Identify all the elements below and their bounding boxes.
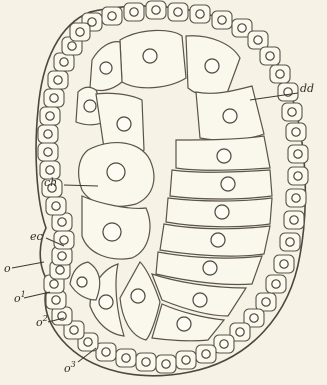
outer-cell-nucleus — [152, 6, 160, 14]
label-ch: ch — [44, 176, 57, 189]
outer-cell-nucleus — [266, 52, 274, 60]
outer-cell-nucleus — [262, 298, 270, 306]
outer-cell-nucleus — [292, 128, 300, 136]
outer-cell-nucleus — [290, 216, 298, 224]
inner-cell-nucleus — [211, 233, 225, 247]
outer-cell-nucleus — [50, 280, 58, 288]
leader-o — [12, 262, 44, 268]
inner-cell-nucleus — [205, 59, 219, 73]
outer-cell-nucleus — [46, 166, 54, 174]
outer-cell-nucleus — [196, 10, 204, 18]
inner-cell-nucleus — [131, 289, 145, 303]
outer-cell-nucleus — [108, 12, 116, 20]
outer-cell-nucleus — [102, 348, 110, 356]
inner-cell-nucleus — [84, 100, 96, 112]
outer-cell-nucleus — [130, 8, 138, 16]
inner-cell-nucleus — [177, 317, 191, 331]
inner-cell-nucleus — [223, 109, 237, 123]
outer-cell-nucleus — [58, 218, 66, 226]
outer-cell-nucleus — [218, 16, 226, 24]
inner-cell-nucleus — [77, 277, 87, 287]
outer-cell-nucleus — [272, 280, 280, 288]
outer-cell-nucleus — [52, 202, 60, 210]
label-o2: o2 — [36, 314, 48, 329]
outer-cell-nucleus — [286, 238, 294, 246]
outer-cell-nucleus — [254, 36, 262, 44]
outer-cell-nucleus — [60, 236, 68, 244]
outer-cell-nucleus — [280, 260, 288, 268]
outer-cell-nucleus — [44, 148, 52, 156]
outer-cell-nucleus — [84, 338, 92, 346]
outer-cell-nucleus — [88, 18, 96, 26]
inner-cell-nucleus — [107, 163, 125, 181]
inner-cell-mass — [70, 30, 272, 340]
outer-cell-nucleus — [276, 70, 284, 78]
label-o3: o3 — [64, 360, 76, 375]
outer-cell-nucleus — [70, 326, 78, 334]
inner-cell-nucleus — [193, 293, 207, 307]
outer-cell-nucleus — [54, 76, 62, 84]
outer-cell-nucleus — [202, 350, 210, 358]
inner-cell-nucleus — [217, 149, 231, 163]
label-o1: o1 — [14, 290, 26, 305]
inner-cell-nucleus — [103, 223, 121, 241]
outer-cell-nucleus — [60, 58, 68, 66]
label-o3-sup: 3 — [71, 360, 76, 369]
outer-cell-nucleus — [142, 358, 150, 366]
outer-cell-nucleus — [50, 94, 58, 102]
outer-cell-nucleus — [220, 340, 228, 348]
inner-cell-nucleus — [203, 261, 217, 275]
outer-cell-nucleus — [76, 28, 84, 36]
label-o1-sup: 1 — [21, 290, 26, 299]
outer-cell-nucleus — [174, 8, 182, 16]
outer-cell-nucleus — [288, 108, 296, 116]
inner-cell-nucleus — [215, 205, 229, 219]
inner-cell-nucleus — [99, 295, 113, 309]
outer-cell-nucleus — [56, 266, 64, 274]
outer-cell-nucleus — [294, 172, 302, 180]
outer-cell-nucleus — [250, 314, 258, 322]
outer-cell-nucleus — [238, 24, 246, 32]
outer-cell-nucleus — [236, 328, 244, 336]
outer-cell-nucleus — [292, 194, 300, 202]
inner-cell-nucleus — [221, 177, 235, 191]
inner-cell-nucleus — [100, 62, 112, 74]
outer-cell-nucleus — [46, 112, 54, 120]
outer-cell-nucleus — [52, 296, 60, 304]
inner-cell-nucleus — [117, 117, 131, 131]
label-o: o — [4, 262, 11, 275]
label-ec: ec — [30, 230, 43, 243]
label-o2-sup: 2 — [42, 314, 48, 323]
outer-cell-nucleus — [68, 42, 76, 50]
outer-cell-nucleus — [294, 150, 302, 158]
inner-cell-nucleus — [143, 49, 157, 63]
outer-cell-nucleus — [182, 356, 190, 364]
outer-cell-nucleus — [162, 360, 170, 368]
outer-cell-nucleus — [58, 252, 66, 260]
label-dd: dd — [300, 82, 314, 95]
outer-cell-nucleus — [44, 130, 52, 138]
outer-cell-nucleus — [122, 354, 130, 362]
